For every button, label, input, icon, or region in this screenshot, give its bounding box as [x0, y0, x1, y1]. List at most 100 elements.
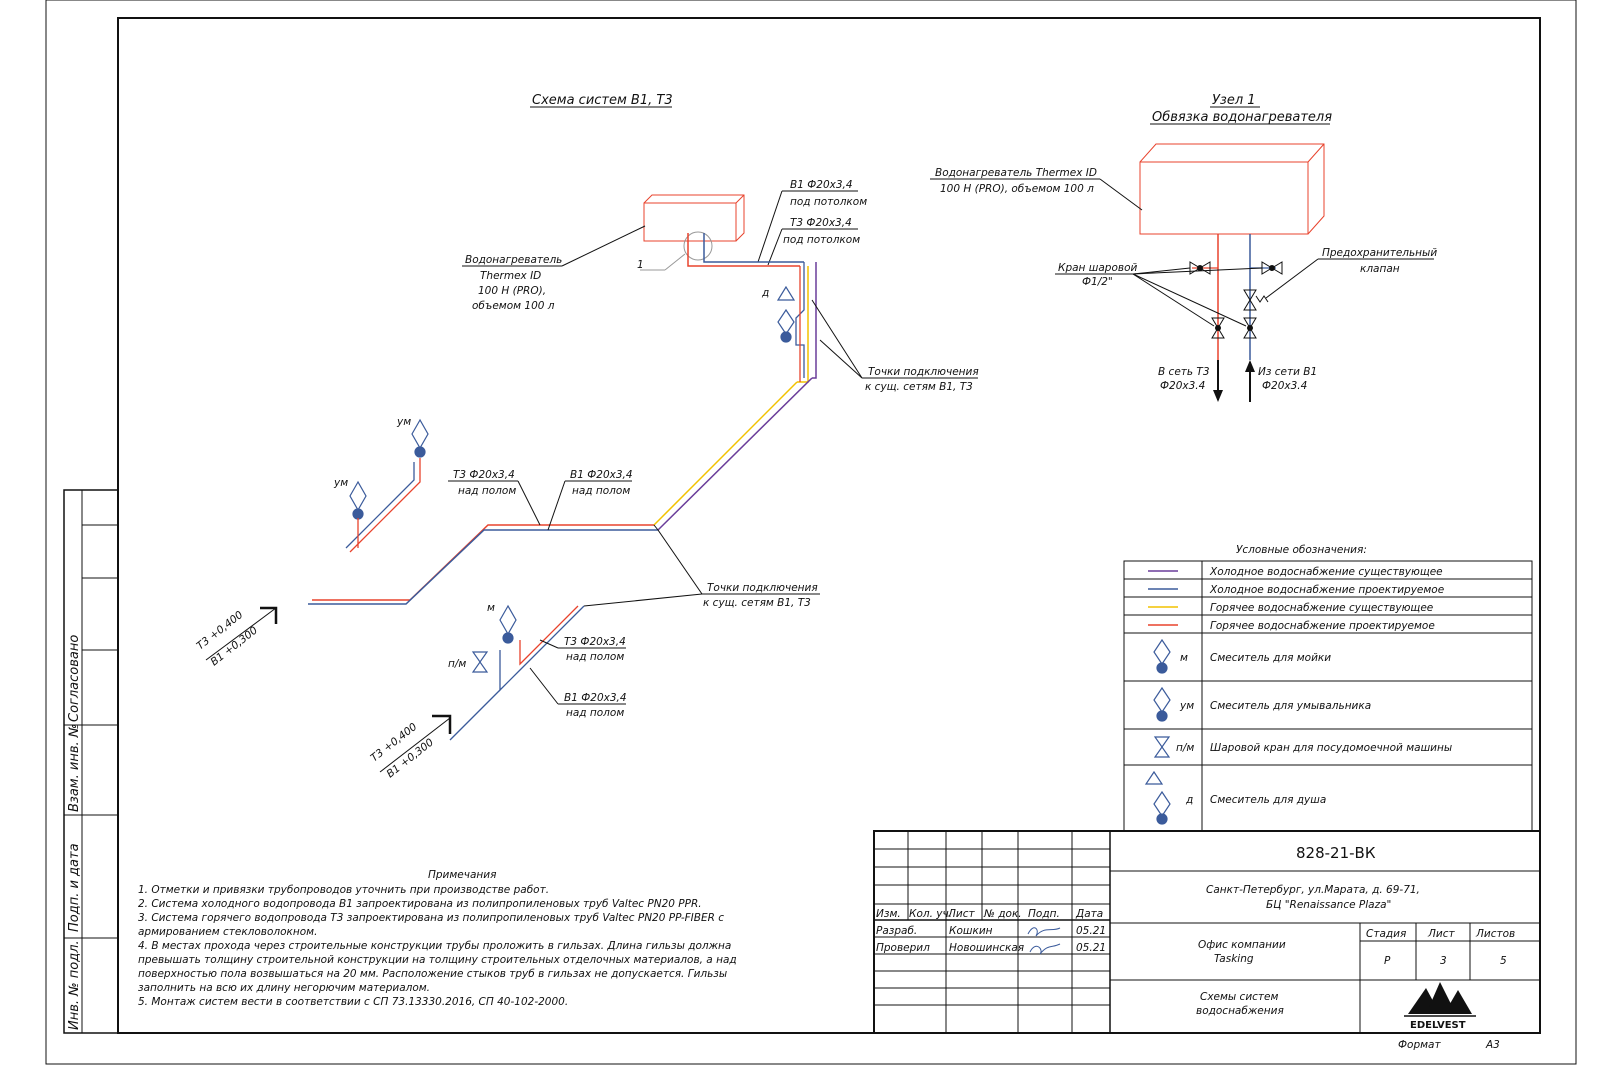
b1-floor-bottom-1: В1 Ф20х3,4 [564, 692, 627, 704]
notes-title: Примечания [428, 869, 496, 881]
tb-head-date: Дата [1075, 908, 1103, 920]
legend: Условные обозначения: Холодное водоснабж… [1123, 544, 1533, 832]
tb-address-1: Санкт-Петербург, ул.Марата, д. 69-71, [1206, 884, 1420, 896]
node1-subtitle: Обвязка водонагревателя [1152, 110, 1332, 125]
tb-date-1: 05.21 [1076, 925, 1106, 937]
tb-sheet-label: Лист [1427, 928, 1455, 940]
tb-head-kol: Кол. уч. [909, 908, 952, 920]
heater-label-4: объемом 100 л [472, 300, 555, 312]
legend-symbol-3: Шаровой кран для посудомоечной машины [1210, 742, 1452, 754]
legend-line-3: Горячее водоснабжение существующее [1210, 602, 1433, 614]
tb-stage-label: Стадия [1366, 928, 1406, 940]
water-heater-box [643, 194, 745, 242]
notes-line-8: заполнить на всю их длину негорючим мате… [138, 982, 430, 994]
node1-heater-box [1139, 143, 1325, 235]
node-1-marker [683, 231, 713, 261]
notes-line-5: 4. В местах прохода через строительные к… [138, 940, 731, 952]
b1-ceiling-label-1: В1 Ф20х3,4 [790, 179, 853, 191]
tb-code: 828-21-ВК [1296, 844, 1376, 862]
side-field-replace: Взам. инв. № [67, 724, 82, 812]
tb-date-2: 05.21 [1076, 942, 1106, 954]
in-label-2: Ф20х3.4 [1262, 380, 1307, 392]
ball-valve-label-1: Кран шаровой [1058, 262, 1138, 274]
b1-floor-top-2: над полом [572, 485, 630, 497]
signature-1 [1027, 927, 1061, 937]
node1-heater-label-1: Водонагреватель Thermex ID [935, 167, 1097, 179]
diagram-title: Схема систем В1, Т3 [532, 93, 673, 108]
node-ref: 1 [637, 259, 644, 271]
t3-ceiling-label-2: под потолком [783, 234, 860, 246]
sink-mixer-symbol [499, 604, 517, 644]
legend-symbol-tag-1: м [1180, 652, 1188, 664]
tb-sheets: 5 [1500, 955, 1507, 967]
legend-line-2: Холодное водоснабжение проектируемое [1209, 584, 1444, 596]
notes-line-6: превышать толщину строительной конструкц… [138, 954, 737, 966]
legend-shower-symbol [1144, 770, 1171, 825]
notes-line-9: 5. Монтаж систем вести в соответствии с … [138, 996, 568, 1008]
legend-washbasin-symbol [1153, 686, 1171, 722]
company-name: EDELVEST [1410, 1020, 1466, 1031]
notes-line-1: 1. Отметки и привязки трубопроводов уточ… [138, 884, 549, 896]
tb-head-list: Лист [947, 908, 975, 920]
tb-role-2: Проверил [876, 942, 930, 954]
side-agreed-label: Согласовано [67, 635, 82, 722]
out-label-2: Ф20х3.4 [1160, 380, 1205, 392]
tb-drawing-2: водоснабжения [1196, 1005, 1284, 1017]
notes-line-3: 3. Система горячего водопровода Т3 запро… [138, 912, 724, 924]
tb-project-2: Tasking [1214, 953, 1254, 965]
safety-valve-label-2: клапан [1360, 263, 1400, 275]
tb-head-sign: Подп. [1028, 908, 1060, 920]
format-label: Формат [1398, 1039, 1441, 1051]
tb-head-izm: Изм. [876, 908, 901, 920]
legend-line-4: Горячее водоснабжение проектируемое [1210, 620, 1435, 632]
wash1-tag: ум [333, 477, 348, 489]
tb-role-1: Разраб. [876, 925, 917, 937]
connection-top-1: Точки подключения [868, 366, 979, 378]
tb-name-2: Новошинская [949, 942, 1024, 954]
legend-symbol-tag-2: ум [1179, 700, 1194, 712]
main-diagram: Схема систем В1, Т3 1 Водонагреватель Th… [194, 93, 978, 780]
t3-ceiling-label-1: Т3 Ф20х3,4 [790, 217, 852, 229]
format-value: А3 [1485, 1039, 1500, 1051]
legend-title: Условные обозначения: [1236, 544, 1367, 556]
dishwasher-tag: п/м [448, 658, 466, 670]
signature-2 [1029, 943, 1061, 955]
out-label-1: В сеть Т3 [1158, 366, 1210, 378]
safety-valve-label-1: Предохранительный [1322, 247, 1437, 259]
tb-name-1: Кошкин [949, 925, 993, 937]
edelvest-logo: EDELVEST [1404, 982, 1476, 1031]
tb-address-2: БЦ "Renaissance Plaza" [1266, 899, 1391, 911]
side-field-inv: Инв. № подл. [67, 940, 82, 1030]
inner-frame [117, 17, 1541, 1034]
node1-title: Узел 1 [1212, 93, 1256, 108]
notes: Примечания 1. Отметки и привязки трубопр… [138, 869, 737, 1008]
washbasin-mixer-symbol-upper [411, 418, 429, 458]
legend-symbol-1: Смеситель для мойки [1210, 652, 1331, 664]
heater-label-2: Thermex ID [480, 270, 541, 282]
sink-tag: м [487, 602, 495, 614]
b1-floor-top-1: В1 Ф20х3,4 [570, 469, 633, 481]
tb-head-doc: № док. [983, 908, 1022, 920]
shower-tag: д [761, 287, 769, 299]
legend-ballvalve-symbol [1153, 736, 1171, 758]
connection-bottom-2: к сущ. сетям В1, Т3 [703, 597, 811, 609]
b1-floor-bottom-2: над полом [566, 707, 624, 719]
legend-line-1: Холодное водоснабжение существующее [1209, 566, 1443, 578]
node1-heater-label-2: 100 H (PRO), объемом 100 л [940, 183, 1094, 195]
title-block: Изм. Кол. уч. Лист № док. Подп. Дата Раз… [873, 830, 1541, 1051]
notes-line-7: поверхностью пола возвышаться на 20 мм. … [138, 968, 727, 980]
legend-symbol-tag-3: п/м [1176, 742, 1194, 754]
node1-valves [1189, 261, 1283, 339]
outer-frame [45, 0, 1577, 1065]
legend-sink-symbol [1153, 638, 1171, 674]
connection-top-2: к сущ. сетям В1, Т3 [865, 381, 973, 393]
connection-bottom-1: Точки подключения [707, 582, 818, 594]
tb-project-1: Офис компании [1198, 939, 1286, 951]
legend-symbol-4: Смеситель для душа [1210, 794, 1326, 806]
wash2-tag: ум [396, 416, 411, 428]
t3-floor-bottom-2: над полом [566, 651, 624, 663]
heater-label-1: Водонагреватель [465, 254, 562, 266]
tb-sheet: 3 [1440, 955, 1447, 967]
side-stamp: Согласовано Взам. инв. № Подп. и дата Ин… [63, 489, 119, 1034]
legend-symbol-tag-4: д [1185, 794, 1193, 806]
